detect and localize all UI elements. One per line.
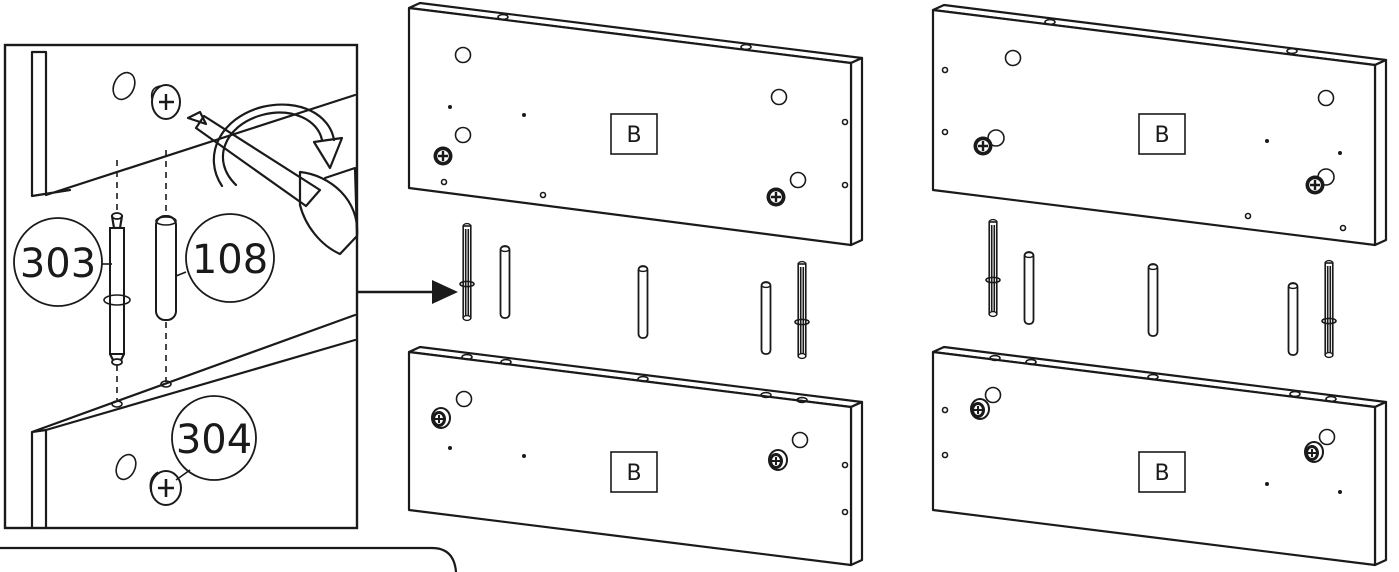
inset-lower-panel xyxy=(30,313,357,530)
cam-304 xyxy=(149,470,182,506)
panel-bottom-right-label: B xyxy=(1154,461,1169,486)
panel-bottom-left: B xyxy=(407,345,864,567)
callout-303-label: 303 xyxy=(20,241,96,287)
fittings-left xyxy=(459,222,810,360)
inset-upper-hole xyxy=(112,71,136,101)
callout-304: 304 xyxy=(171,395,257,481)
dowel-left-a xyxy=(499,245,511,319)
pointer-arrow-icon xyxy=(357,280,458,304)
callout-108-label: 108 xyxy=(192,237,268,283)
screw-303 xyxy=(103,212,131,366)
bolt-left-b xyxy=(794,260,810,360)
dowel-right-c xyxy=(1287,282,1299,356)
callout-108: 108 xyxy=(175,213,275,303)
inset-lower-hole-a xyxy=(111,400,123,408)
panel-top-left-label: B xyxy=(626,123,641,148)
panel-bottom-right: B xyxy=(931,345,1388,567)
dowel-108 xyxy=(155,215,177,321)
note-box-border xyxy=(0,546,458,572)
inset-upper-cam xyxy=(150,84,181,120)
inset-lower-hole-b xyxy=(160,380,172,388)
bolt-left-a xyxy=(459,222,475,322)
bolt-right-b xyxy=(1321,259,1337,359)
panel-top-left: B xyxy=(407,1,864,247)
fittings-right xyxy=(985,218,1337,359)
inset-lower-face-hole xyxy=(115,453,137,481)
dowel-left-b xyxy=(637,265,649,339)
detail-inset: 303 108 304 xyxy=(3,43,359,530)
panel-top-right: B xyxy=(931,3,1388,247)
panel-top-right-label: B xyxy=(1154,123,1169,148)
dowel-right-b xyxy=(1147,263,1159,337)
inset-upper-panel xyxy=(30,50,357,198)
callout-303: 303 xyxy=(13,217,112,307)
dowel-right-a xyxy=(1023,251,1035,325)
rotate-arrow-icon xyxy=(212,103,344,188)
callout-304-label: 304 xyxy=(176,417,252,463)
bolt-right-a xyxy=(985,218,1001,318)
panel-bottom-left-label: B xyxy=(626,461,641,486)
dowel-left-c xyxy=(760,281,772,355)
screwdriver-icon xyxy=(186,110,359,256)
